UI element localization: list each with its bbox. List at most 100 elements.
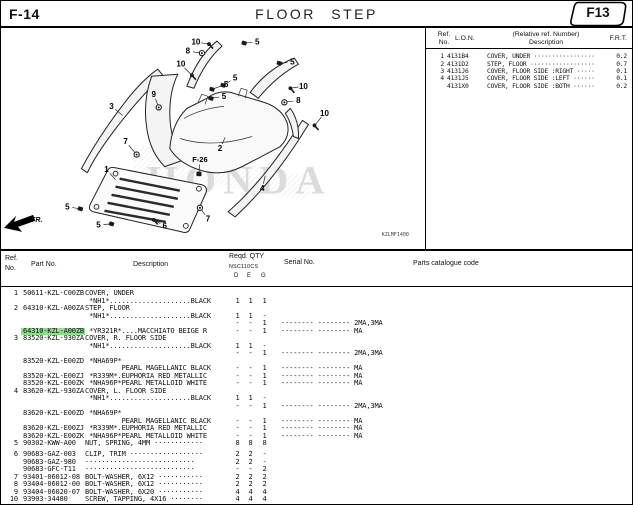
table-row[interactable]: 83620-KZL-E00ZD *NHA69P* [1, 409, 632, 418]
catalogue-code [388, 451, 632, 459]
part-number: 83620-KZL-E00ZJ [23, 424, 84, 432]
part-description: *NHA96P*PEARL METALLOID WHITE [85, 380, 207, 387]
qty-d: - [235, 371, 240, 380]
qty-e: - [248, 349, 253, 357]
table-row[interactable]: 83520-KZL-E00ZJ *R339M*.EUPHORIA RED MET… [1, 371, 632, 381]
catalogue-code [388, 313, 632, 321]
table-row[interactable]: 5 90302-KWW-A00 NUT, SPRING, 4MM ·······… [1, 439, 632, 448]
nut-icon [276, 60, 283, 66]
parts-table-body: 1 50611-KZL-C00ZB COVER, UNDER *NH1*....… [1, 287, 632, 504]
callout-5[interactable]: 5 [224, 80, 229, 89]
callout-10[interactable]: 10 [176, 60, 185, 69]
table-row[interactable]: 10 93903-34480 SCREW, TAPPING, 4X16 ····… [1, 495, 632, 504]
callout-6[interactable]: 6 [163, 221, 168, 230]
drawing-code: KZLMF1400 [382, 232, 409, 238]
table-row[interactable]: 83520-KZL-E00ZK *NHA96P*PEARL METALLOID … [1, 379, 632, 388]
callout-7[interactable]: 7 [206, 214, 211, 223]
part-number [21, 343, 85, 351]
frt-value: 0.2 [616, 82, 627, 90]
qty-d: - [235, 326, 240, 335]
qty-g: - [262, 450, 267, 458]
qty-g: 2 [262, 465, 267, 473]
ref-col-ref: Ref. [437, 31, 451, 38]
callout-1[interactable]: 1 [104, 165, 109, 174]
qty-d: - [235, 416, 240, 425]
table-row[interactable]: - - 1 -------- -------- 2MA,3MA [1, 349, 632, 358]
callout-5[interactable]: 5 [290, 58, 295, 67]
table-row[interactable]: *NH1*....................BLACK 1 1 - [1, 312, 632, 321]
table-row[interactable]: 3 83520-KZL-930ZA COVER, R. FLOOR SIDE [1, 334, 632, 343]
lon-code: 4131X0 [447, 82, 469, 90]
table-row[interactable]: - - 1 -------- -------- 2MA,3MA [1, 401, 632, 411]
table-row[interactable]: 1 50611-KZL-C00ZB COVER, UNDER [1, 289, 632, 298]
callout-3[interactable]: 3 [109, 102, 114, 111]
callout-5[interactable]: 5 [222, 92, 227, 101]
table-row[interactable]: 4 83620-KZL-930ZA COVER, L. FLOOR SIDE [1, 387, 632, 396]
part-number: 83520-KZL-930ZA [23, 334, 84, 342]
ref-no: 4 [440, 75, 444, 83]
catalogue-code [388, 328, 632, 336]
callout-4[interactable]: 4 [260, 184, 265, 193]
serial-no [272, 335, 388, 343]
table-row[interactable]: 2 64310-KZL-A00ZA STEP, FLOOR [1, 304, 632, 313]
table-row[interactable]: PEARL MAGELLANIC BLACK - - 1 -------- --… [1, 416, 632, 426]
section-tab[interactable]: F13 [567, 1, 629, 27]
table-row[interactable]: 8 93404-06012-00 BOLT-WASHER, 6X12 ·····… [1, 480, 632, 489]
qty-e: - [248, 319, 253, 327]
callout-5[interactable]: 5 [96, 220, 101, 229]
table-row[interactable]: *NH1*....................BLACK 1 1 - [1, 342, 632, 351]
table-row[interactable]: *NH1*....................BLACK 1 1 - [1, 394, 632, 403]
part-ref-no [3, 466, 21, 474]
part-description: PEARL MAGELLANIC BLACK [85, 365, 212, 372]
table-row-highlighted[interactable]: 64310-KZL-A00ZB *YR321R*....MACCHIATO BE… [1, 326, 632, 336]
table-row[interactable]: 90683-GFC-T11 ··························… [1, 465, 632, 474]
ref-col-description: Description [529, 38, 563, 46]
table-row[interactable]: 83620-KZL-E00ZJ *R339M*.EUPHORIA RED MET… [1, 424, 632, 433]
table-row[interactable]: 9 93404-06020-07 BOLT-WASHER, 6X20 ·····… [1, 488, 632, 497]
callout-5[interactable]: 5 [233, 74, 238, 83]
qty-e: 8 [248, 439, 253, 447]
table-row[interactable]: PEARL MAGELLANIC BLACK - - 1 -------- --… [1, 364, 632, 373]
serial-no: -------- -------- 2MA,3MA [281, 401, 383, 410]
qty-d: 2 [235, 472, 240, 481]
qty-d: - [235, 349, 240, 357]
serial-no [272, 496, 388, 504]
serial-no [272, 481, 388, 489]
serial-no [272, 489, 388, 497]
ref-col-frt: F.R.T. [609, 34, 627, 42]
catalogue-code [388, 418, 632, 426]
part-description: *YR321R*....MACCHIATO BEIGE R [85, 327, 207, 335]
table-row[interactable]: 7 93401-06012-08 BOLT-WASHER, 6X12 ·····… [1, 472, 632, 482]
table-row[interactable]: 90683-GAZ-980 ··························… [1, 458, 632, 467]
callout-9[interactable]: 9 [151, 90, 156, 99]
catalogue-code [388, 496, 632, 504]
callout-10[interactable]: 10 [299, 82, 308, 91]
ref-desc: COVER, FLOOR SIDE :RIGHT ····· [487, 68, 595, 75]
part-description [85, 320, 231, 328]
callout-8[interactable]: 8 [296, 96, 301, 105]
table-row[interactable]: *NH1*....................BLACK 1 1 1 [1, 297, 632, 306]
main-area: HONDA [1, 28, 632, 249]
part-ref-no [3, 298, 21, 306]
callout-5[interactable]: 5 [65, 202, 70, 211]
part-ref-no [3, 403, 21, 411]
part-ref-no: 5 [13, 439, 18, 447]
callout-7[interactable]: 7 [123, 137, 128, 146]
qty-e: - [248, 371, 253, 380]
callout-F-26[interactable]: F-26 [192, 155, 207, 164]
table-row[interactable]: - - 1 -------- -------- 2MA,3MA [1, 319, 632, 328]
table-row[interactable]: 83520-KZL-E00ZD *NHA69P* [1, 357, 632, 366]
catalogue-code [388, 365, 632, 373]
ref-desc: COVER, FLOOR SIDE :LEFT ······ [487, 75, 595, 83]
part-number: 83620-KZL-E00ZD [23, 409, 84, 417]
part-ref-no [3, 365, 21, 373]
callout-10[interactable]: 10 [320, 109, 329, 118]
callout-8[interactable]: 8 [186, 47, 191, 56]
parts-table-header: Ref. No. Part No. Description Reqd. QTY … [1, 251, 632, 287]
callout-10[interactable]: 10 [191, 38, 200, 47]
table-row[interactable]: 6 90683-GAZ-003 CLIP, TRIM ·············… [1, 450, 632, 459]
callout-2[interactable]: 2 [218, 144, 223, 153]
callout-5[interactable]: 5 [255, 38, 260, 47]
serial-no: -------- -------- MA [281, 371, 363, 380]
table-row[interactable]: 83620-KZL-E00ZK *NHA96P*PEARL METALLOID … [1, 432, 632, 441]
